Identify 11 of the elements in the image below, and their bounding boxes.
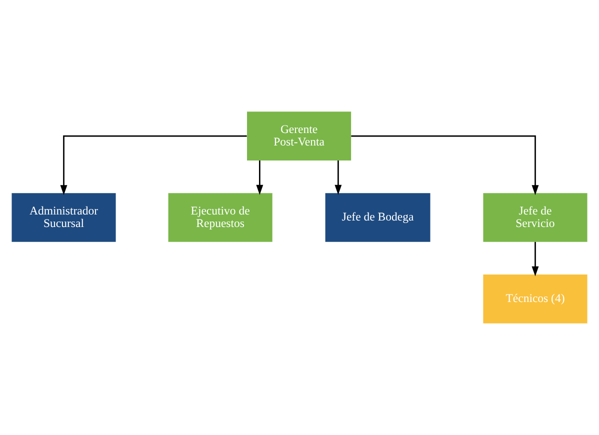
node-box: Jefe de Servicio — [483, 193, 588, 242]
node-box: Administrador Sucursal — [12, 193, 116, 242]
arrow — [351, 135, 539, 196]
arrow — [334, 160, 342, 195]
node-box: Gerente Post-Venta — [247, 112, 352, 160]
node-box: Jefe de Bodega — [325, 193, 430, 242]
arrow — [256, 160, 264, 195]
arrow — [60, 135, 247, 196]
arrow — [532, 242, 539, 276]
node-box: Ejecutivo de Repuestos — [168, 193, 272, 242]
node-box: Técnicos (4) — [483, 274, 588, 324]
